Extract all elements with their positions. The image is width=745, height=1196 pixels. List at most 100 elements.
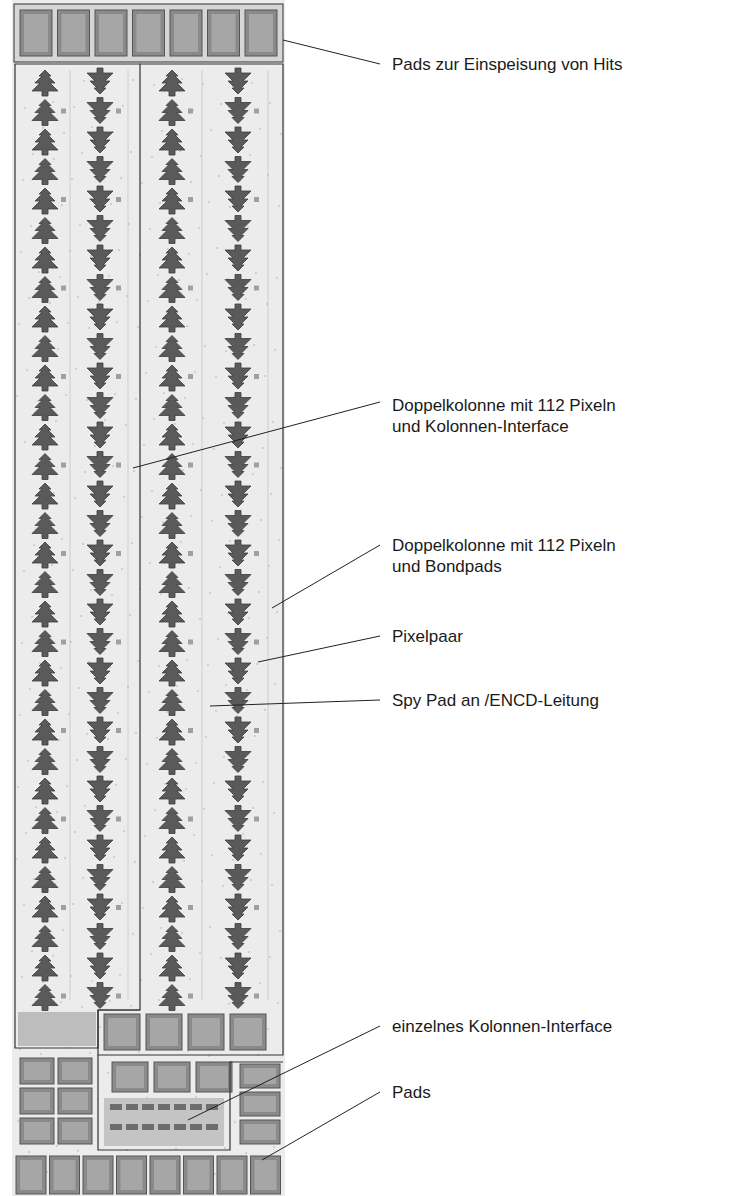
spy-pad — [116, 463, 121, 468]
texture-dot — [245, 1152, 247, 1154]
texture-dot — [130, 151, 132, 153]
spy-pad — [116, 109, 121, 114]
leader-line — [283, 40, 380, 64]
interface-gate — [206, 1104, 218, 1110]
texture-dot — [186, 659, 188, 661]
pixel-cell — [225, 688, 251, 714]
pixel-cell — [159, 483, 185, 509]
texture-dot — [29, 688, 31, 690]
texture-dot — [246, 689, 248, 691]
pixel-cell — [159, 159, 185, 185]
callout-label: Pads zur Einspeisung von Hits — [392, 54, 623, 75]
texture-dot — [42, 127, 44, 129]
pixel-cell — [225, 334, 251, 360]
leader-line — [258, 636, 380, 662]
texture-dot — [217, 638, 219, 640]
texture-dot — [16, 395, 18, 397]
texture-dot — [108, 275, 110, 277]
texture-dot — [262, 781, 264, 783]
texture-dot — [88, 327, 90, 329]
column-bus — [128, 70, 129, 1000]
bond-pad — [150, 1156, 180, 1194]
pixel-cell — [159, 542, 185, 568]
texture-dot — [248, 617, 250, 619]
bond-pad — [251, 1156, 281, 1194]
interface-gate — [174, 1104, 186, 1110]
interface-gate — [190, 1124, 202, 1130]
texture-dot — [77, 296, 79, 298]
pixel-cell — [159, 70, 185, 96]
pixel-cell — [32, 454, 58, 480]
texture-dot — [211, 520, 213, 522]
texture-dot — [156, 737, 158, 739]
texture-dot — [21, 642, 23, 644]
pixel-cell — [87, 688, 113, 714]
bond-pad — [188, 1014, 224, 1050]
spy-pad — [188, 463, 193, 468]
texture-dot — [190, 181, 192, 183]
pixel-cell — [87, 422, 113, 448]
texture-dot — [153, 418, 155, 420]
texture-dot — [232, 859, 234, 861]
pixel-cell — [32, 542, 58, 568]
pixel-cell — [225, 245, 251, 271]
spy-pad — [254, 905, 259, 910]
pixel-cell — [32, 808, 58, 834]
texture-dot — [207, 664, 209, 666]
pixel-cell — [87, 245, 113, 271]
bond-pad-inner — [244, 1068, 276, 1084]
texture-dot — [166, 711, 168, 713]
bond-pad — [58, 10, 90, 56]
texture-dot — [154, 809, 156, 811]
texture-dot — [35, 806, 37, 808]
texture-dot — [99, 1026, 101, 1028]
texture-dot — [224, 1147, 226, 1149]
texture-dot — [132, 933, 134, 935]
bond-pad-inner — [99, 14, 123, 52]
bond-pad-inner — [108, 1018, 136, 1046]
pixel-cell — [32, 749, 58, 775]
texture-dot — [183, 860, 185, 862]
texture-dot — [64, 857, 66, 859]
pixel-cell — [159, 955, 185, 981]
texture-dot — [121, 902, 123, 904]
texture-dot — [160, 927, 162, 929]
bond-pad — [240, 1092, 280, 1116]
texture-dot — [151, 490, 153, 492]
pixel-cell — [87, 776, 113, 802]
texture-dot — [220, 103, 222, 105]
texture-dot — [17, 1120, 19, 1122]
pixel-cell — [159, 572, 185, 598]
texture-dot — [113, 856, 115, 858]
texture-dot — [118, 249, 120, 251]
column-bus — [70, 70, 71, 1000]
texture-dot — [256, 663, 258, 665]
texture-dot — [86, 733, 88, 735]
pixel-cell — [225, 776, 251, 802]
texture-dot — [258, 591, 260, 593]
pixel-cell — [32, 159, 58, 185]
pixel-cell — [32, 424, 58, 450]
texture-dot — [190, 515, 192, 517]
bond-pad — [208, 10, 240, 56]
pixel-cell — [159, 306, 185, 332]
pixel-cell — [225, 924, 251, 950]
pixel-cell — [32, 837, 58, 863]
spy-pad — [116, 374, 121, 379]
texture-dot — [242, 833, 244, 835]
pixel-cell — [32, 601, 58, 627]
texture-dot — [229, 540, 231, 542]
spy-pad — [61, 286, 66, 291]
spy-pad — [116, 994, 121, 999]
texture-dot — [111, 594, 113, 596]
pixel-cell — [159, 985, 185, 1011]
texture-dot — [132, 79, 134, 81]
texture-dot — [211, 854, 213, 856]
texture-dot — [23, 904, 25, 906]
spy-pad — [116, 817, 121, 822]
column-bus — [268, 70, 269, 1000]
bond-pad — [20, 1088, 54, 1114]
texture-dot — [220, 957, 222, 959]
bond-pad-inner — [24, 1062, 50, 1080]
bond-pad-inner — [62, 1092, 88, 1110]
